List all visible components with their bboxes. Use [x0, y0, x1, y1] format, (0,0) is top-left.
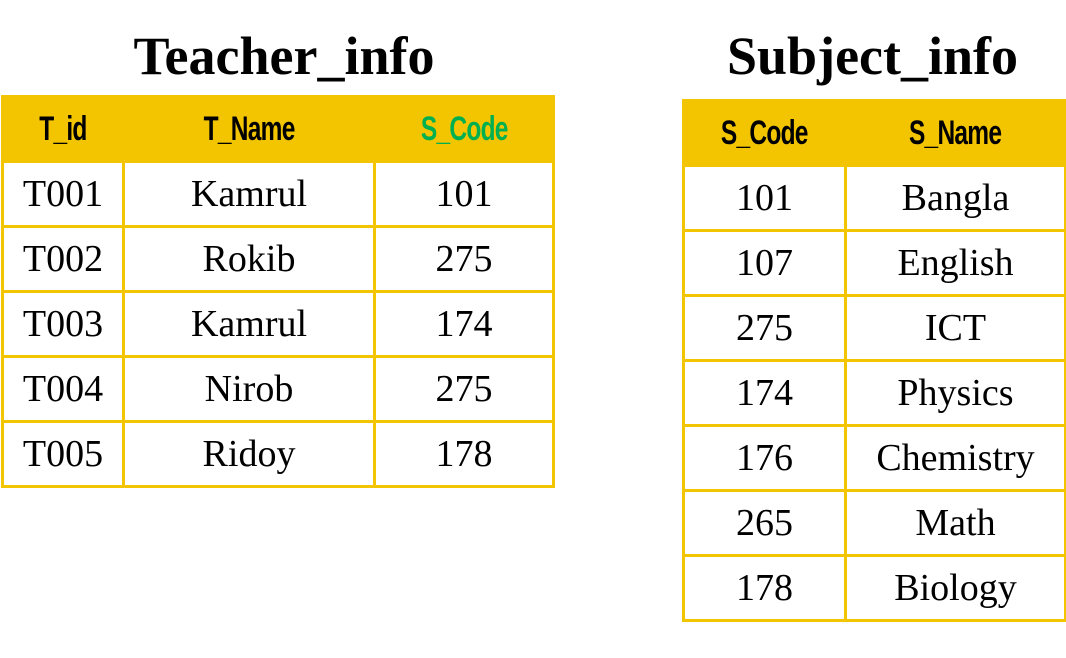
- t-id-cell: T002: [1, 225, 125, 293]
- s-code-cell: 101: [682, 164, 847, 232]
- s-code-cell: 265: [682, 489, 847, 557]
- s-name-cell: Bangla: [844, 164, 1066, 232]
- t-name-cell: Kamrul: [122, 160, 376, 228]
- s-code-cell: 176: [682, 424, 847, 492]
- s-name-cell: Math: [844, 489, 1066, 557]
- s-code-cell: 174: [682, 359, 847, 427]
- t-id-cell: T001: [1, 160, 125, 228]
- t-name-cell: Nirob: [122, 355, 376, 423]
- header-s-name: S_Name: [844, 99, 1066, 167]
- table-header-row: S_Code S_Name: [682, 99, 1066, 167]
- s-name-cell: Chemistry: [844, 424, 1066, 492]
- header-s-code: S_Code: [682, 99, 847, 167]
- t-id-cell: T005: [1, 420, 125, 488]
- t-name-cell: Ridoy: [122, 420, 376, 488]
- s-code-cell: 275: [373, 355, 555, 423]
- s-code-cell: 275: [682, 294, 847, 362]
- s-name-cell: English: [844, 229, 1066, 297]
- s-code-cell: 107: [682, 229, 847, 297]
- t-id-cell: T003: [1, 290, 125, 358]
- subject-info-title: Subject_info: [726, 26, 1018, 86]
- t-name-cell: Kamrul: [122, 290, 376, 358]
- s-code-cell: 275: [373, 225, 555, 293]
- s-name-cell: Physics: [844, 359, 1066, 427]
- s-code-cell: 101: [373, 160, 555, 228]
- table-header-row: T_id T_Name S_Code: [1, 95, 555, 163]
- teacher-info-title: Teacher_info: [133, 26, 435, 86]
- s-code-cell: 178: [373, 420, 555, 488]
- header-s-code-foreign-key: S_Code: [373, 95, 555, 163]
- s-name-cell: ICT: [844, 294, 1066, 362]
- s-code-cell: 178: [682, 554, 847, 622]
- s-name-cell: Biology: [844, 554, 1066, 622]
- s-code-cell: 174: [373, 290, 555, 358]
- header-t-id: T_id: [1, 95, 125, 163]
- header-t-name: T_Name: [122, 95, 376, 163]
- t-name-cell: Rokib: [122, 225, 376, 293]
- t-id-cell: T004: [1, 355, 125, 423]
